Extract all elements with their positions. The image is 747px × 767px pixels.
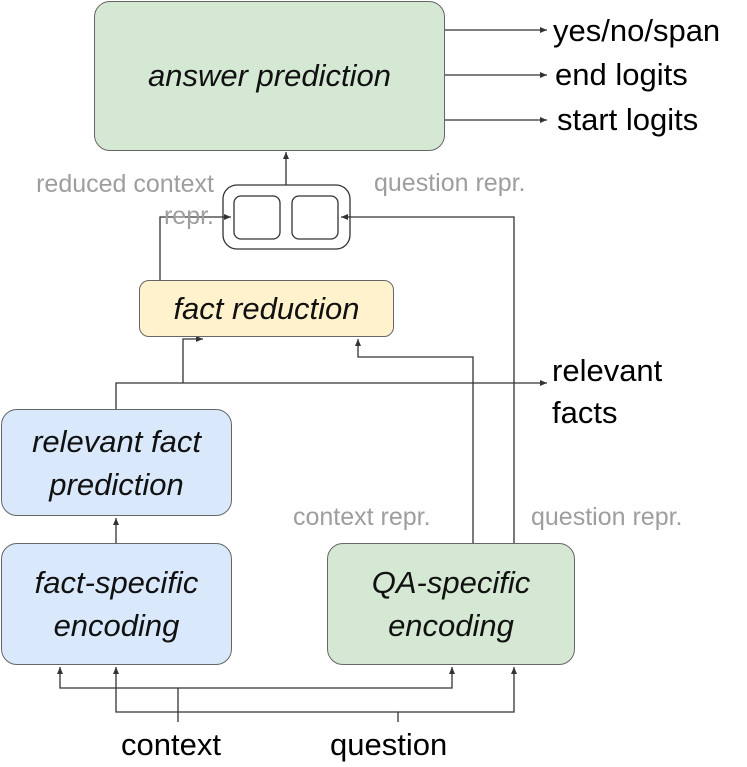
question-input-line [113,667,399,722]
label-question-repr-bottom: question repr. [531,503,683,531]
question-to-qa-line [398,667,517,713]
context-input-line [57,667,179,722]
answer-prediction-label: answer prediction [148,58,391,93]
output-start-logits: start logits [557,102,699,137]
label-context-repr: context repr. [293,503,431,531]
label-reduced-context-repr: reduced context repr. [36,170,214,230]
arrow-to-fact-reduction [182,336,203,383]
input-context: context [121,727,221,762]
output-end-logits: end logits [555,57,688,92]
fact-specific-encoding-box: fact-specific encoding [1,543,232,665]
fact-reduction-box: fact reduction [139,280,394,337]
label-question-repr-top: question repr. [374,169,526,197]
qa-specific-encoding-label: QA-specific encoding [371,565,531,643]
arrow-context-repr-to-fact-reduction [355,339,474,545]
relevant-fact-prediction-box: relevant fact prediction [1,409,232,516]
fact-specific-encoding-label: fact-specific encoding [34,565,199,643]
fact-reduction-label: fact reduction [173,290,360,326]
context-to-qa-line [178,667,455,689]
concat-slot-left [233,195,281,240]
concat-slot-right [291,195,339,240]
output-yes-no-span: yes/no/span [553,13,721,48]
arrow-question-repr-to-concat [341,214,515,545]
relevant-fact-prediction-label: relevant fact prediction [32,423,201,502]
input-question: question [330,727,448,762]
qa-specific-encoding-box: QA-specific encoding [327,543,575,665]
arrow-fact-reduction-to-concat [159,214,231,282]
arrow-relevant-facts [115,380,547,410]
answer-prediction-box: answer prediction [94,1,445,151]
output-relevant-facts: relevant facts [552,353,663,430]
